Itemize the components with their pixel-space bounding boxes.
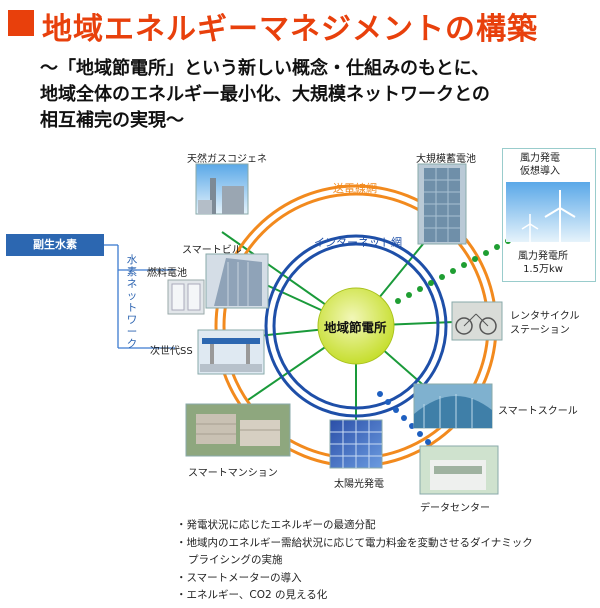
storage-photo <box>417 163 467 245</box>
internet-label: インターネット網 <box>314 236 402 249</box>
power-grid-label: 送電線網 <box>333 182 377 195</box>
internet-inner-ring <box>272 242 440 410</box>
hydrogen-network-label: 水素ネットワーク <box>126 254 138 350</box>
datacenter-dotted-link <box>377 391 431 445</box>
next-gen-ss-label: 次世代SS <box>150 346 193 357</box>
smart-school-label: スマートスクール <box>498 406 578 417</box>
rental-cycle-photo <box>451 301 503 341</box>
page-title: 地域エネルギーマネジメントの構築 <box>42 12 538 47</box>
bullet-item-continuation: プライシングの実施 <box>188 554 283 566</box>
smart-school-photo <box>413 383 493 429</box>
data-center-label: データセンター <box>420 503 490 514</box>
smart-mansion-photo <box>185 403 291 457</box>
subtitle-line-2: 地域全体のエネルギー最小化、大規模ネットワークとの <box>40 84 490 105</box>
solar-photo <box>329 419 383 469</box>
rental-cycle-label: レンタサイクル ステーション <box>510 311 580 336</box>
wind-bottom-label: 風力発電所 1.5万kw <box>518 251 568 275</box>
title-square-icon <box>8 10 34 36</box>
natural-gas-label: 天然ガスコジェネ <box>187 154 267 165</box>
subtitle: 〜「地域節電所」という新しい概念・仕組みのもとに、 地域全体のエネルギー最小化、… <box>40 56 490 134</box>
storage-label: 大規模蓄電池 <box>416 154 476 165</box>
wind-top-label: 風力発電 仮想導入 <box>520 153 560 177</box>
bullet-item: ・エネルギー、CO2 の見える化 <box>176 589 328 601</box>
natural-gas-photo <box>195 163 249 215</box>
bullet-list: ・発電状況に応じたエネルギーの最適分配 ・地域内のエネルギー需給状況に応じて電力… <box>176 517 533 605</box>
subtitle-line-3: 相互補完の実現〜 <box>40 110 184 131</box>
smart-mansion-label: スマートマンション <box>188 468 278 479</box>
subtitle-line-1: 〜「地域節電所」という新しい概念・仕組みのもとに、 <box>40 58 490 79</box>
bullet-item: ・地域内のエネルギー需給状況に応じて電力料金を変動させるダイナミック <box>176 536 533 549</box>
bullet-item: ・発電状況に応じたエネルギーの最適分配 <box>176 519 376 531</box>
bullet-item: ・スマートメーターの導入 <box>176 571 302 584</box>
internet-outer-ring <box>264 234 448 418</box>
fuel-cell-label: 燃料電池 <box>147 268 187 279</box>
center-node <box>317 287 395 365</box>
solar-label: 太陽光発電 <box>334 479 384 490</box>
smart-building-label: スマートビル <box>182 245 242 256</box>
data-center-photo <box>419 445 499 495</box>
center-label: 地域節電所 <box>324 320 387 335</box>
hydrogen-network-lines <box>104 244 175 349</box>
next-gen-ss-photo <box>197 329 265 375</box>
hydrogen-box: 副生水素 <box>6 234 104 256</box>
fuel-cell-photo <box>167 279 205 315</box>
wind-power-box <box>502 148 596 282</box>
wind-farm-photo <box>506 182 590 242</box>
smart-building-photo <box>205 253 269 309</box>
wind-dotted-link <box>395 238 511 304</box>
